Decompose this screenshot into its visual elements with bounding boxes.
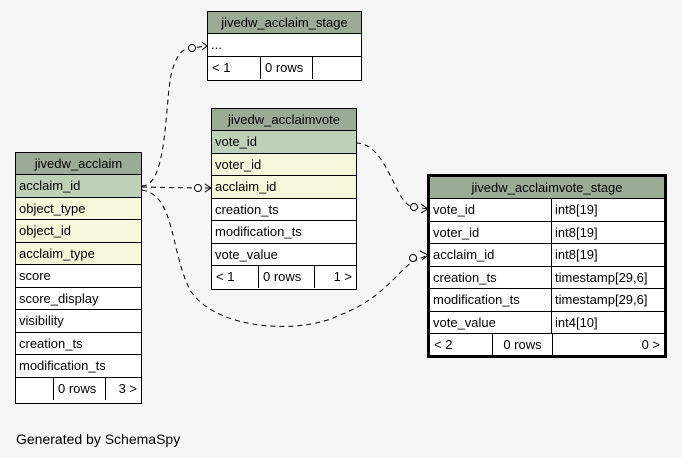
column-name: acclaim_id: [433, 247, 495, 262]
column-row-primary-key[interactable]: acclaim_id: [16, 175, 141, 198]
column-name: modification_ts: [433, 292, 520, 307]
relationship-acclaim-to-acclaim-stage: [141, 45, 208, 187]
column-type: timestamp[29,6]: [551, 266, 648, 288]
parents-count: [16, 378, 53, 400]
children-count: 1 >: [314, 266, 356, 288]
table-footer: < 1 0 rows 1 >: [212, 266, 356, 288]
column-row-foreign-key[interactable]: voter_id: [212, 153, 356, 176]
column-type: int4[10]: [551, 311, 598, 333]
rows-count: 0 rows: [260, 56, 312, 79]
column-row[interactable]: modification_ts: [212, 221, 356, 244]
table-jivedw-acclaim[interactable]: jivedw_acclaim acclaim_id object_type ob…: [15, 152, 142, 404]
column-row[interactable]: creation_ts: [16, 333, 141, 355]
column-row[interactable]: voter_id int8[19]: [430, 221, 664, 244]
table-title[interactable]: jivedw_acclaim: [16, 153, 141, 175]
column-row[interactable]: score_display: [16, 288, 141, 310]
column-name: vote_value: [433, 314, 496, 330]
column-row-foreign-key[interactable]: acclaim_type: [16, 242, 141, 265]
children-count: 3 >: [105, 377, 141, 400]
parents-count: < 1: [212, 59, 231, 75]
column-row[interactable]: creation_ts timestamp[29,6]: [430, 266, 664, 289]
table-footer: 0 rows 3 >: [16, 377, 141, 400]
table-title[interactable]: jivedw_acclaim_stage: [208, 12, 361, 34]
rows-count: 0 rows: [258, 266, 314, 288]
column-name: vote_id: [433, 202, 475, 217]
table-title[interactable]: jivedw_acclaimvote: [212, 109, 356, 131]
column-row[interactable]: vote_value: [212, 244, 356, 266]
column-row[interactable]: vote_value int4[10]: [430, 311, 664, 334]
column-name: creation_ts: [433, 269, 497, 285]
table-jivedw-acclaimvote[interactable]: jivedw_acclaimvote vote_id voter_id accl…: [211, 108, 357, 290]
column-row[interactable]: acclaim_id int8[19]: [430, 244, 664, 267]
column-row[interactable]: vote_id int8[19]: [430, 199, 664, 222]
column-row[interactable]: creation_ts: [212, 199, 356, 221]
column-row[interactable]: modification_ts: [16, 355, 141, 378]
column-row-primary-key[interactable]: vote_id: [212, 131, 356, 154]
relationship-acclaim-to-acclaimvote-stage: [141, 189, 429, 327]
column-row-foreign-key[interactable]: acclaim_id: [212, 176, 356, 199]
column-row-foreign-key[interactable]: object_id: [16, 220, 141, 243]
crowsfoot-optional-circle: [194, 184, 202, 192]
table-footer: < 2 0 rows 0 >: [430, 334, 664, 356]
children-count: [312, 56, 361, 79]
parents-count: < 1: [216, 269, 235, 284]
parents-count: < 2: [434, 337, 453, 352]
rows-count: 0 rows: [53, 377, 105, 400]
column-type: timestamp[29,6]: [551, 289, 648, 311]
column-row[interactable]: score: [16, 265, 141, 288]
table-jivedw-acclaim-stage[interactable]: jivedw_acclaim_stage ... < 1 0 rows: [207, 11, 362, 81]
column-row[interactable]: modification_ts timestamp[29,6]: [430, 289, 664, 312]
generated-by-label: Generated by SchemaSpy: [16, 431, 181, 447]
column-type: int8[19]: [551, 221, 598, 243]
column-row[interactable]: ...: [208, 34, 361, 57]
crowsfoot-optional-circle: [188, 44, 196, 52]
crowsfoot-optional-circle: [410, 203, 418, 211]
column-type: int8[19]: [551, 244, 598, 266]
column-name: voter_id: [433, 224, 480, 240]
table-jivedw-acclaimvote-stage[interactable]: jivedw_acclaimvote_stage vote_id int8[19]…: [427, 174, 667, 358]
children-count: 0 >: [552, 334, 664, 356]
column-type: int8[19]: [551, 199, 598, 221]
column-row[interactable]: visibility: [16, 310, 141, 333]
crowsfoot-optional-circle: [409, 254, 417, 262]
column-row-foreign-key[interactable]: object_type: [16, 197, 141, 220]
rows-count: 0 rows: [492, 334, 552, 356]
table-title[interactable]: jivedw_acclaimvote_stage: [430, 177, 664, 199]
table-footer: < 1 0 rows: [208, 56, 361, 79]
relationship-acclaimvote-to-acclaimvote-stage: [355, 142, 429, 210]
